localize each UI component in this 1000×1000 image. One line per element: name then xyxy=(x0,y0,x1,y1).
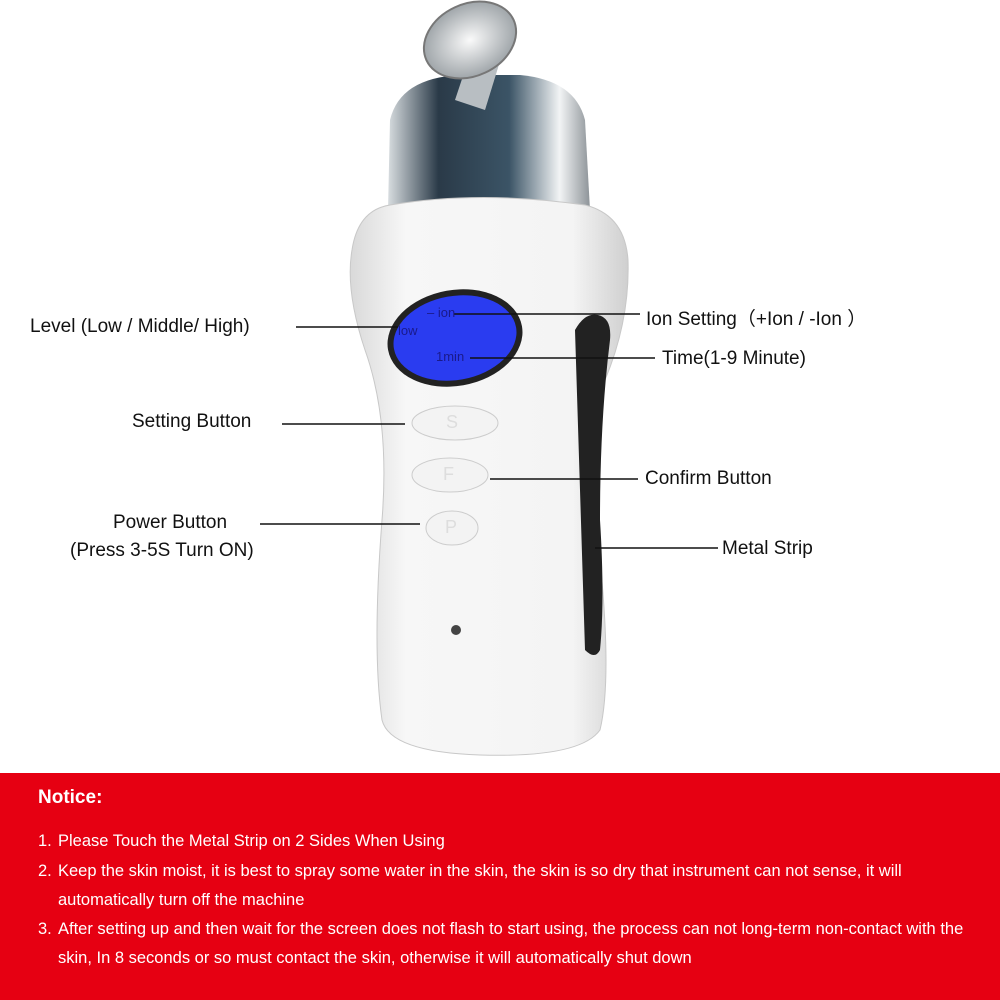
label-power-button: Power Button xyxy=(113,512,228,533)
label-time: Time(1-9 Minute) xyxy=(662,348,806,369)
notice-item: 1.Please Touch the Metal Strip on 2 Side… xyxy=(38,832,445,850)
power-button[interactable]: P xyxy=(445,517,458,537)
notice-item: 2.Keep the skin moist, it is best to spr… xyxy=(38,862,902,909)
device-illustration xyxy=(260,0,718,756)
metal-strip xyxy=(575,314,611,655)
probe-pad xyxy=(422,0,518,80)
setting-button[interactable]: S xyxy=(446,412,459,432)
label-metal-strip: Metal Strip xyxy=(722,538,813,559)
lcd-ion-readout: – ion xyxy=(427,305,456,320)
notice-item: 3.After setting up and then wait for the… xyxy=(38,920,964,967)
label-setting-button: Setting Button xyxy=(132,411,252,432)
label-power-note: (Press 3-5S Turn ON) xyxy=(70,540,254,561)
label-ion-setting: Ion Setting（+Ion / -Ion ） xyxy=(646,309,867,330)
notice-panel: Notice: 1.Please Touch the Metal Strip o… xyxy=(0,773,1000,1000)
lcd-level-readout: low xyxy=(398,323,418,338)
lcd-time-readout: 1min xyxy=(436,349,465,364)
label-level: Level (Low / Middle/ High) xyxy=(30,316,250,337)
metal-head xyxy=(388,75,590,210)
lcd-screen xyxy=(393,295,517,381)
indicator-led xyxy=(451,625,461,635)
confirm-button[interactable]: F xyxy=(443,464,454,484)
notice-title: Notice: xyxy=(38,787,103,808)
label-confirm-button: Confirm Button xyxy=(645,468,772,489)
